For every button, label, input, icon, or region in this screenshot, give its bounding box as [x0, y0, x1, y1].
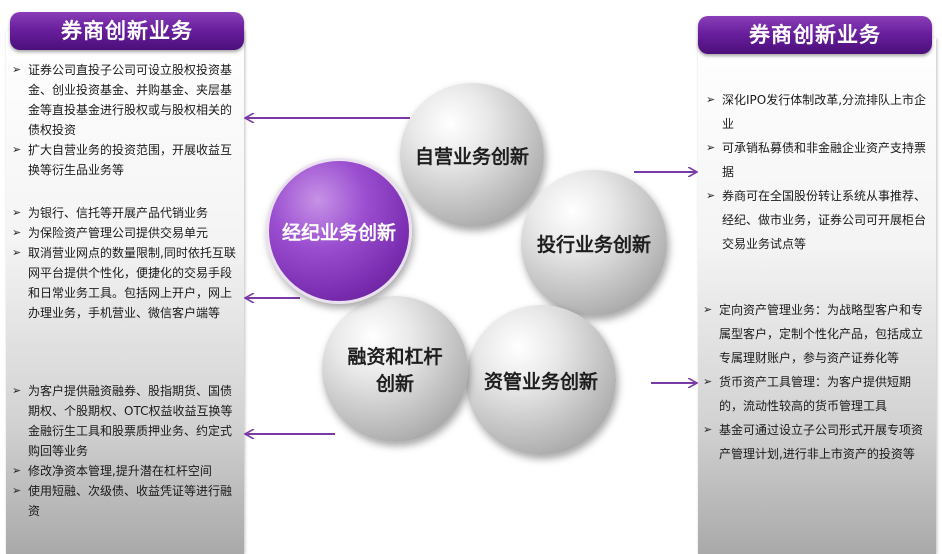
left-group-financing: ➢为客户提供融资融券、股指期货、国债期权、个股期权、OTC权益收益互换等金融衍生… — [12, 381, 238, 521]
bullet-arrow-icon: ➢ — [12, 464, 22, 477]
circle-investment-banking: 投行业务创新 — [521, 170, 667, 316]
list-item: ➢定向资产管理业务：为战略型客户和专属型客户，定制个性化产品，包括成立专属理财账… — [703, 298, 933, 370]
circle-financing-leverage: 融资和杠杆创新 — [322, 296, 468, 442]
bullet-arrow-icon: ➢ — [12, 206, 22, 219]
bullet-arrow-icon: ➢ — [703, 303, 713, 316]
bullet-arrow-icon: ➢ — [703, 423, 713, 436]
right-panel-title: 券商创新业务 — [698, 16, 932, 54]
list-item: ➢为客户提供融资融券、股指期货、国债期权、个股期权、OTC权益收益互换等金融衍生… — [12, 381, 238, 461]
list-item: ➢货币资产工具管理：为客户提供短期的，流动性较高的货币管理工具 — [703, 370, 933, 418]
right-panel — [698, 38, 936, 554]
left-group-brokerage: ➢为银行、信托等开展产品代销业务 ➢为保险资产管理公司提供交易单元 ➢取消营业网… — [12, 203, 238, 323]
left-group-proprietary: ➢证券公司直投子公司可设立股权投资基金、创业投资基金、并购基金、夹层基金等直投基… — [12, 60, 238, 180]
list-item: ➢深化IPO发行体制改革,分流排队上市企业 — [706, 88, 932, 136]
bullet-arrow-icon: ➢ — [706, 141, 716, 154]
bullet-arrow-icon: ➢ — [12, 384, 22, 397]
bullet-arrow-icon: ➢ — [12, 143, 22, 156]
list-item: ➢基金可通过设立子公司形式开展专项资产管理计划,进行非上市资产的投资等 — [703, 418, 933, 466]
right-group-investment-banking: ➢深化IPO发行体制改革,分流排队上市企业 ➢可承销私募债和非金融企业资产支持票… — [706, 88, 932, 256]
bullet-arrow-icon: ➢ — [706, 93, 716, 106]
bullet-arrow-icon: ➢ — [12, 63, 22, 76]
circle-asset-management: 资管业务创新 — [466, 305, 616, 455]
bullet-arrow-icon: ➢ — [12, 246, 22, 259]
left-panel-title: 券商创新业务 — [10, 12, 244, 50]
list-item: ➢修改净资本管理,提升潜在杠杆空间 — [12, 461, 238, 481]
list-item: ➢券商可在全国股份转让系统从事推荐、经纪、做市业务，证券公司可开展柜台交易业务试… — [706, 184, 932, 256]
list-item: ➢证券公司直投子公司可设立股权投资基金、创业投资基金、并购基金、夹层基金等直投基… — [12, 60, 238, 140]
list-item: ➢使用短融、次级债、收益凭证等进行融资 — [12, 481, 238, 521]
list-item: ➢可承销私募债和非金融企业资产支持票据 — [706, 136, 932, 184]
list-item: ➢ 扩大自营业务的投资范围，开展收益互换等衍生品业务等 — [12, 140, 238, 180]
circle-brokerage: 经纪业务创新 — [266, 158, 412, 304]
bullet-arrow-icon: ➢ — [706, 189, 716, 202]
list-item: ➢为保险资产管理公司提供交易单元 — [12, 223, 238, 243]
left-panel — [6, 30, 244, 554]
list-item: ➢取消营业网点的数量限制,同时依托互联网平台提供个性化，便捷化的交易手段和日常业… — [12, 243, 238, 323]
bullet-arrow-icon: ➢ — [12, 484, 22, 497]
bullet-arrow-icon: ➢ — [703, 375, 713, 388]
bullet-arrow-icon: ➢ — [12, 226, 22, 239]
circle-proprietary: 自营业务创新 — [400, 83, 544, 227]
right-group-asset-management: ➢定向资产管理业务：为战略型客户和专属型客户，定制个性化产品，包括成立专属理财账… — [703, 298, 933, 466]
list-item: ➢为银行、信托等开展产品代销业务 — [12, 203, 238, 223]
